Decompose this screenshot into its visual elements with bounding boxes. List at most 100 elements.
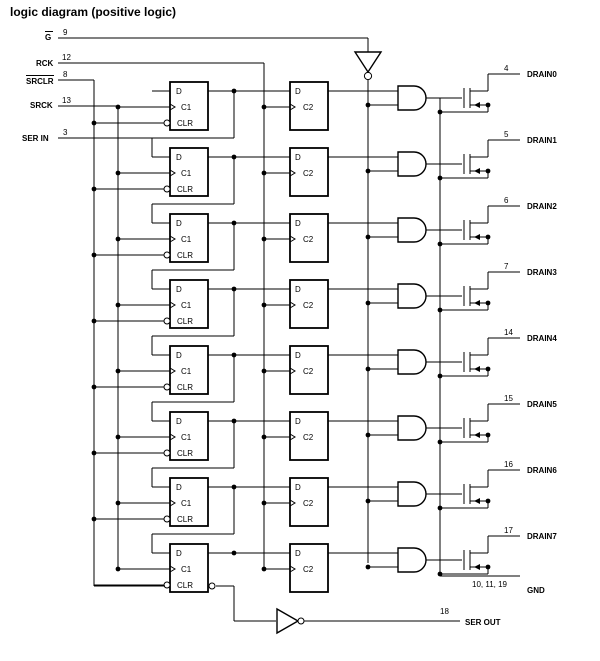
- clock-edge-icon: [169, 169, 176, 177]
- serout-inverter-icon: [276, 607, 300, 635]
- storage-ff-d-label: D: [295, 87, 301, 96]
- clock-edge-icon: [169, 301, 176, 309]
- drain-label: DRAIN1: [527, 136, 557, 145]
- junction-dot: [231, 550, 237, 556]
- shift-ff-clr-label: CLR: [177, 449, 193, 458]
- clock-edge-icon: [289, 565, 296, 573]
- clock-edge-icon: [169, 565, 176, 573]
- serout-inverter-bubble-icon: [297, 617, 305, 625]
- shift-ff-d-label: D: [176, 87, 182, 96]
- clr-bubble-icon: [163, 581, 171, 589]
- clr-bubble-icon: [163, 515, 171, 523]
- drain-pin: 6: [504, 196, 509, 205]
- junction-dot: [115, 566, 121, 572]
- clock-edge-icon: [289, 103, 296, 111]
- storage-ff-clk-label: C2: [303, 367, 314, 376]
- and-gate-icon: [397, 481, 427, 507]
- storage-ff-clk-label: C2: [303, 103, 314, 112]
- input-g-pin: 9: [63, 28, 68, 37]
- shift-ff-d-label: D: [176, 153, 182, 162]
- clock-edge-icon: [289, 499, 296, 507]
- drain-pin: 14: [504, 328, 513, 337]
- junction-dot: [485, 498, 491, 504]
- gnd-label: GND: [527, 586, 545, 595]
- clr-bubble-icon: [163, 449, 171, 457]
- drain-label: DRAIN5: [527, 400, 557, 409]
- junction-dot: [485, 432, 491, 438]
- clr-bubble-icon: [163, 251, 171, 259]
- storage-register-ff: [289, 411, 329, 461]
- last-ff-output-bubble-icon: [208, 582, 216, 590]
- storage-register-ff: [289, 213, 329, 263]
- storage-ff-d-label: D: [295, 417, 301, 426]
- clock-edge-icon: [289, 301, 296, 309]
- mosfet-arrow-icon: [474, 168, 480, 174]
- drain-pin: 7: [504, 262, 509, 271]
- g-buffer-icon: [353, 51, 383, 74]
- shift-ff-d-label: D: [176, 285, 182, 294]
- drain-label: DRAIN2: [527, 202, 557, 211]
- junction-dot: [485, 168, 491, 174]
- and-gate-icon: [397, 151, 427, 177]
- input-rck-label: RCK: [36, 59, 54, 68]
- clock-edge-icon: [169, 367, 176, 375]
- junction-dot: [485, 234, 491, 240]
- and-gate-icon: [397, 349, 427, 375]
- input-rck-pin: 12: [62, 53, 71, 62]
- drain-pin: 17: [504, 526, 513, 535]
- mosfet-arrow-icon: [474, 102, 480, 108]
- shift-ff-clr-label: CLR: [177, 119, 193, 128]
- storage-ff-d-label: D: [295, 351, 301, 360]
- storage-ff-d-label: D: [295, 483, 301, 492]
- storage-ff-d-label: D: [295, 285, 301, 294]
- diagram-title: logic diagram (positive logic): [10, 5, 176, 19]
- clock-edge-icon: [289, 169, 296, 177]
- and-gate-icon: [397, 283, 427, 309]
- shift-ff-clr-label: CLR: [177, 251, 193, 260]
- drain-pin: 4: [504, 64, 509, 73]
- shift-ff-clk-label: C1: [181, 499, 192, 508]
- input-srclr-label: SRCLR: [26, 77, 54, 86]
- drain-label: DRAIN7: [527, 532, 557, 541]
- serout-label: SER OUT: [465, 618, 501, 627]
- global-wiring: [58, 37, 520, 622]
- shift-ff-d-label: D: [176, 417, 182, 426]
- shift-ff-clk-label: C1: [181, 433, 192, 442]
- junction-dot: [261, 566, 267, 572]
- shift-ff-clk-label: C1: [181, 301, 192, 310]
- shift-register-ff: [169, 411, 209, 461]
- shift-ff-d-label: D: [176, 483, 182, 492]
- storage-ff-clk-label: C2: [303, 235, 314, 244]
- junction-dot: [485, 366, 491, 372]
- junction-dot: [485, 300, 491, 306]
- drain-pin: 16: [504, 460, 513, 469]
- clr-bubble-icon: [163, 383, 171, 391]
- shift-ff-clk-label: C1: [181, 169, 192, 178]
- shift-ff-clr-label: CLR: [177, 581, 193, 590]
- clr-bubble-icon: [163, 317, 171, 325]
- drain-label: DRAIN6: [527, 466, 557, 475]
- storage-ff-d-label: D: [295, 549, 301, 558]
- shift-ff-clr-label: CLR: [177, 185, 193, 194]
- register-stages: DC1CLRDC24DRAIN0DC1CLRDC25DRAIN1DC1CLRDC…: [91, 64, 557, 593]
- drain-label: DRAIN0: [527, 70, 557, 79]
- shift-register-ff: [169, 345, 209, 395]
- mosfet-arrow-icon: [474, 366, 480, 372]
- input-g-label: G: [45, 33, 51, 42]
- shift-ff-clk-label: C1: [181, 103, 192, 112]
- shift-ff-d-label: D: [176, 351, 182, 360]
- mosfet-arrow-icon: [474, 234, 480, 240]
- clock-edge-icon: [169, 103, 176, 111]
- shift-register-ff: [169, 477, 209, 527]
- shift-ff-d-label: D: [176, 549, 182, 558]
- storage-register-ff: [289, 147, 329, 197]
- mosfet-arrow-icon: [474, 564, 480, 570]
- storage-ff-clk-label: C2: [303, 301, 314, 310]
- shift-ff-clr-label: CLR: [177, 515, 193, 524]
- shift-ff-clk-label: C1: [181, 367, 192, 376]
- storage-ff-clk-label: C2: [303, 565, 314, 574]
- junction-dot: [365, 564, 371, 570]
- clock-edge-icon: [169, 235, 176, 243]
- clr-bubble-icon: [163, 119, 171, 127]
- clock-edge-icon: [289, 235, 296, 243]
